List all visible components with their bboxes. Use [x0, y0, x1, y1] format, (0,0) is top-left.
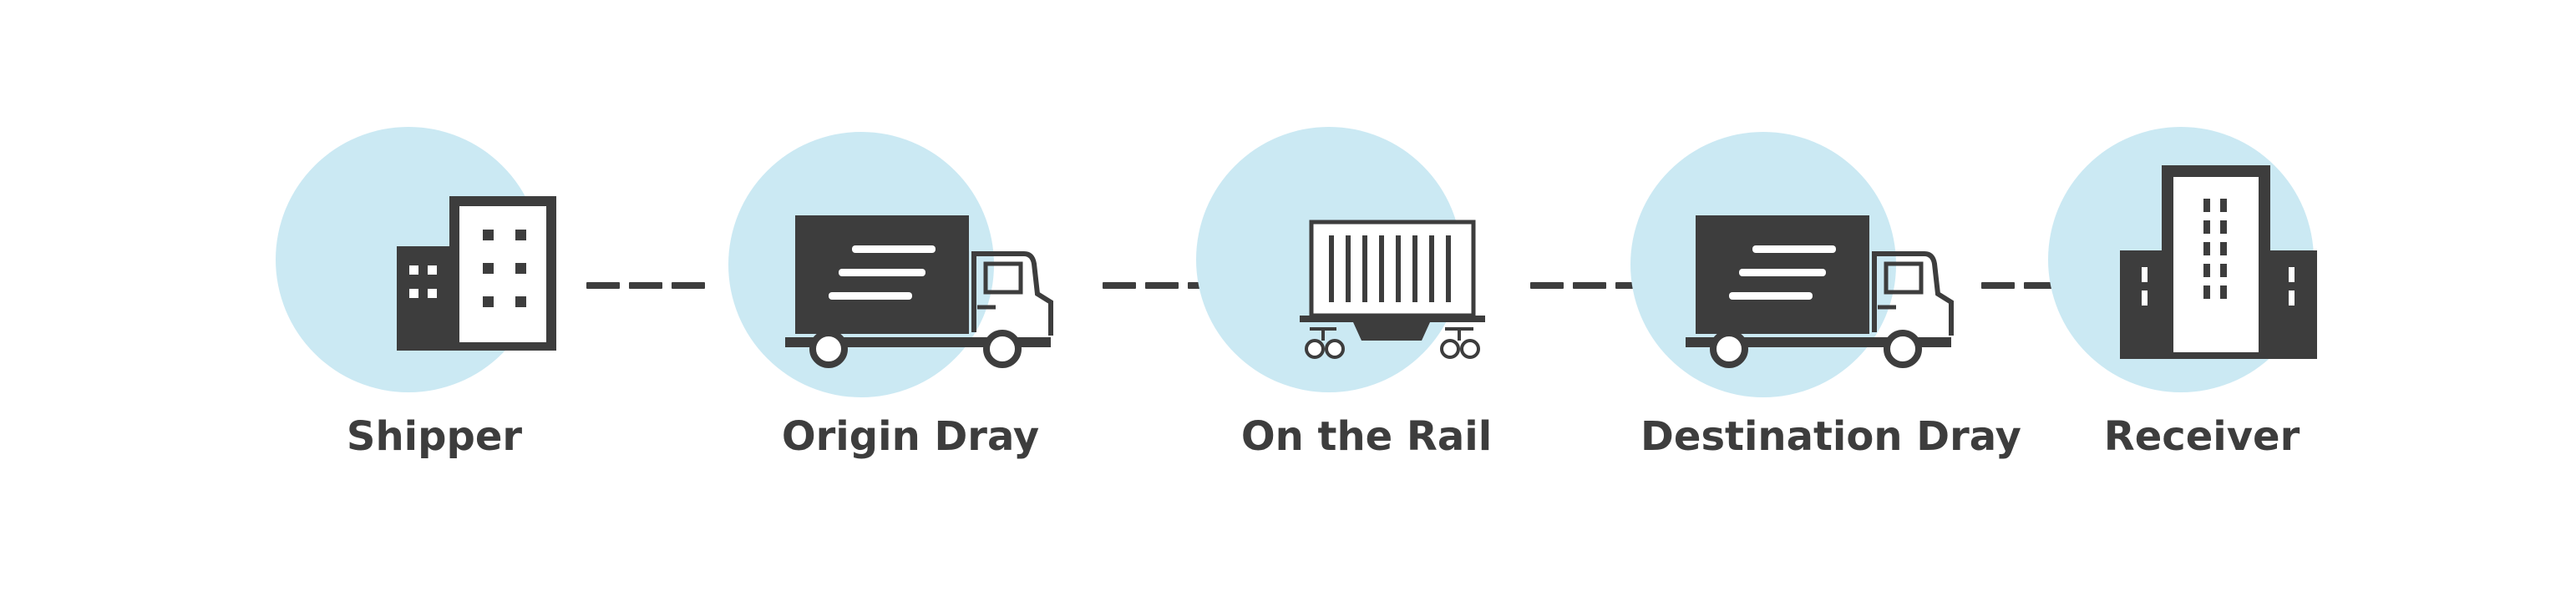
- step-label-receiver: Receiver: [2103, 413, 2300, 460]
- step-label-origin-dray: Origin Dray: [781, 413, 1040, 460]
- connector-dash: [1145, 282, 1179, 289]
- step-label-shipper: Shipper: [346, 413, 523, 460]
- rail-container-icon: [1300, 220, 1485, 359]
- connector-dash: [586, 282, 620, 289]
- connector-dash: [1103, 282, 1136, 289]
- tall-building-icon: [2120, 165, 2317, 359]
- step-label-destination-dray: Destination Dray: [1640, 413, 2021, 460]
- connector-dash: [629, 282, 662, 289]
- step-label-on-the-rail: On the Rail: [1240, 413, 1493, 460]
- building-icon: [397, 196, 556, 351]
- connector-dash: [1981, 282, 2015, 289]
- connector-dash: [2024, 282, 2057, 289]
- connector-dash: [1573, 282, 1606, 289]
- truck-icon: [785, 215, 1053, 368]
- connector-dash: [672, 282, 705, 289]
- truck-icon: [1686, 215, 1954, 368]
- connector-dash: [1530, 282, 1564, 289]
